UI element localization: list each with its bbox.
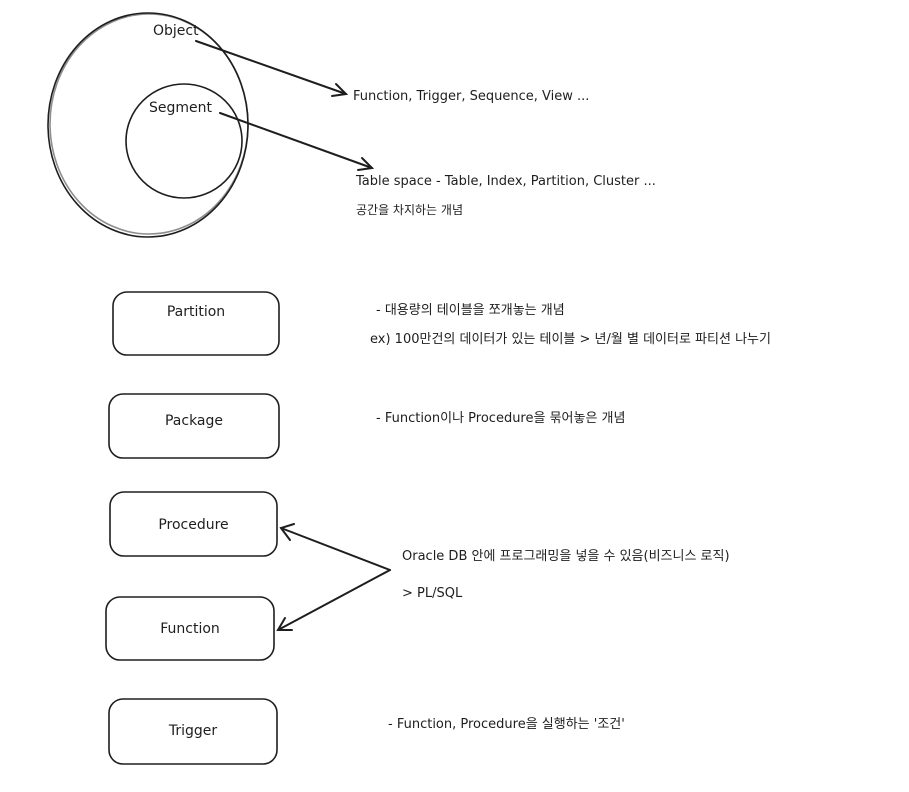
object-arrow-head: [331, 83, 349, 97]
object-arrow: [195, 40, 347, 95]
segment-arrow: [219, 112, 373, 169]
procedure-arrow: [280, 527, 391, 571]
function-arrow-head: [276, 617, 293, 631]
trigger-box[interactable]: [108, 698, 278, 765]
package-label: Package: [164, 413, 224, 429]
partition-label: Partition: [166, 304, 226, 320]
procedure-arrow-head: [279, 523, 295, 541]
package-note: - Function이나 Procedure을 묶어놓은 개념: [376, 411, 626, 426]
partition-note-line1: - 대용량의 테이블을 쪼개놓는 개념: [376, 303, 565, 318]
segment-label: Segment: [149, 100, 212, 116]
partition-note-line2: ex) 100만건의 데이터가 있는 테이블 > 년/월 별 데이터로 파티션 …: [370, 332, 771, 347]
object-note: Function, Trigger, Sequence, View ...: [353, 89, 590, 104]
function-label: Function: [160, 621, 220, 637]
trigger-note: - Function, Procedure을 실행하는 '조건': [388, 717, 625, 732]
partition-box[interactable]: [112, 291, 280, 356]
segment-arrow-head: [357, 157, 375, 171]
object-label: Object: [153, 23, 199, 39]
procedure-label: Procedure: [158, 517, 229, 533]
procfunc-note-line1: Oracle DB 안에 프로그래밍을 넣을 수 있음(비즈니스 로직): [402, 549, 730, 564]
object-circle-echo: [49, 13, 249, 235]
trigger-label: Trigger: [168, 723, 218, 739]
function-arrow: [277, 569, 391, 631]
procedure-box[interactable]: [109, 491, 278, 557]
segment-note-line2: 공간을 차지하는 개념: [356, 203, 463, 217]
package-box[interactable]: [108, 393, 280, 459]
segment-note-line1: Table space - Table, Index, Partition, C…: [356, 174, 656, 189]
function-box[interactable]: [105, 596, 275, 661]
procfunc-note-line2: > PL/SQL: [402, 586, 463, 601]
segment-circle[interactable]: [125, 83, 243, 199]
